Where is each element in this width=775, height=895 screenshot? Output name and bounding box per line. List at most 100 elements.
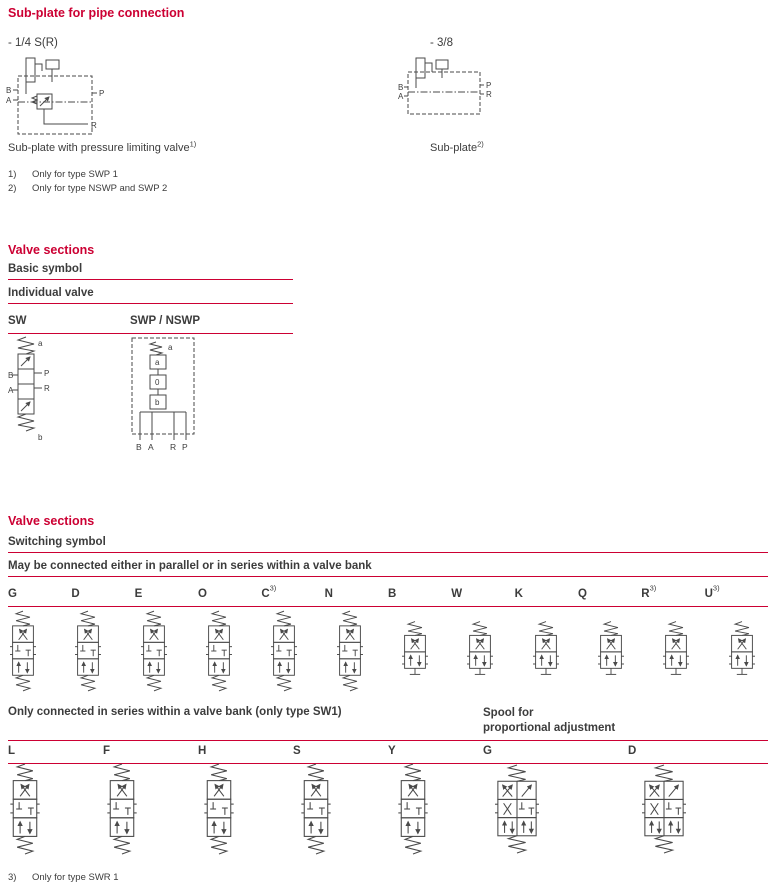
caption-text: Sub-plate with pressure limiting valve: [8, 142, 190, 154]
directional-valve-symbol: [10, 606, 36, 696]
column-header: U3): [705, 584, 768, 602]
column-label: O: [197, 588, 207, 600]
basic-section-title: Valve sections: [8, 243, 95, 257]
port-label-b: B: [136, 442, 142, 452]
column-header: E: [135, 584, 198, 602]
series-column-headers: L F H S Y G D: [8, 741, 768, 764]
proportional-valve-symbol: [642, 763, 686, 855]
valve-symbol-cell: [531, 606, 596, 701]
footnote-marker: 2): [8, 183, 17, 194]
valve-symbol-cell: [400, 606, 465, 701]
directional-valve-symbol: [301, 763, 331, 855]
subplate-caption-right: Sub-plate2): [430, 139, 484, 154]
subplate-size-left: - 1/4 S(R): [8, 37, 58, 49]
column-label: D: [71, 588, 80, 600]
directional-valve-symbol: [402, 606, 428, 696]
basic-symbol-header: Basic symbol: [8, 263, 293, 280]
port-label-a: A: [398, 92, 404, 101]
directional-valve-symbol: [271, 606, 297, 696]
column-header: F: [103, 741, 198, 759]
port-label-p: P: [486, 81, 491, 90]
port-label-b: B: [6, 86, 11, 95]
column-label: H: [198, 745, 207, 757]
directional-valve-symbol: [10, 763, 40, 855]
directional-valve-symbol: [467, 606, 493, 696]
column-header: D: [71, 584, 134, 602]
column-label: L: [8, 745, 16, 757]
box-label-a: a: [155, 358, 160, 367]
proportional-valve-symbol: [495, 763, 539, 855]
column-header-swp: SWP / NSWP: [130, 311, 200, 329]
subplate-section-title: Sub-plate for pipe connection: [8, 6, 185, 20]
column-header: G: [483, 741, 628, 759]
port-label-a: A: [6, 96, 12, 105]
port-label-p: P: [99, 89, 104, 98]
column-label: SWP / NSWP: [130, 315, 201, 327]
basic-column-headers: SW SWP / NSWP: [8, 311, 293, 334]
valve-symbol-cell: [8, 606, 73, 701]
spool-position-b-label: b: [38, 433, 43, 442]
column-header: N: [325, 584, 388, 602]
caption-text: Sub-plate: [430, 142, 478, 154]
valve-symbol-cell: [299, 763, 396, 860]
directional-valve-symbol: [729, 606, 755, 696]
column-label: B: [387, 588, 397, 600]
column-header: W: [451, 584, 514, 602]
port-label-b: B: [8, 371, 13, 380]
column-header: G: [8, 584, 71, 602]
individual-valve-header: Individual valve: [8, 287, 293, 304]
switching-section-title: Valve sections: [8, 514, 95, 528]
valve-symbol-cell: [204, 606, 269, 701]
footnote-marker: 3): [8, 872, 17, 883]
valve-symbol-cell: [465, 606, 530, 701]
directional-valve-symbol: [398, 763, 428, 855]
valve-symbol-cell: [105, 763, 202, 860]
column-header: B: [388, 584, 451, 602]
valve-symbol-cell: [8, 763, 105, 860]
column-label: F: [103, 745, 111, 757]
directional-valve-symbol: [75, 606, 101, 696]
column-header: K: [515, 584, 578, 602]
directional-valve-symbol: [204, 763, 234, 855]
subplate-caption-left: Sub-plate with pressure limiting valve1): [8, 139, 197, 154]
column-label: G: [8, 588, 17, 600]
series-symbol-row: [8, 763, 768, 860]
valve-symbol-cell: [640, 763, 775, 860]
directional-valve-symbol: [533, 606, 559, 696]
column-label: U: [704, 588, 713, 600]
caption-footnote-ref: 2): [477, 139, 484, 149]
footnote-3: 3) Only for type SWR 1: [8, 871, 119, 885]
port-label-a: A: [8, 386, 14, 395]
footnote: 2)Only for type NSWP and SWP 2: [8, 182, 167, 196]
column-header: R3): [641, 584, 704, 602]
column-label: E: [134, 588, 143, 600]
column-label: S: [293, 745, 301, 757]
spool-position-a-label: a: [38, 339, 43, 348]
column-footnote-ref: 3): [712, 583, 720, 593]
column-footnote-ref: 3): [269, 583, 277, 593]
column-header: L: [8, 741, 103, 759]
series-header-row: Only connected in series within a valve …: [8, 706, 768, 741]
column-label: SW: [8, 315, 27, 327]
port-label-r: R: [170, 442, 176, 452]
column-label: R: [641, 588, 650, 600]
column-label: N: [324, 588, 333, 600]
directional-valve-symbol: [598, 606, 624, 696]
caption-footnote-ref: 1): [189, 139, 197, 149]
valve-symbol-cell: [493, 763, 640, 860]
subplate-size-right: - 3/8: [430, 37, 454, 49]
column-header: S: [293, 741, 388, 759]
directional-valve-symbol: [337, 606, 363, 696]
column-header: Y: [388, 741, 483, 759]
column-header: H: [198, 741, 293, 759]
directional-valve-symbol: [663, 606, 689, 696]
subplate-footnotes: 1)Only for type SWP 1 2)Only for type NS…: [8, 168, 167, 196]
column-header: Q: [578, 584, 641, 602]
spool-position-a-label: a: [168, 343, 173, 352]
footnote-text: Only for type SWP 1: [32, 169, 118, 180]
valve-symbol-cell: [396, 763, 493, 860]
column-header: D: [628, 741, 768, 759]
port-label-p: P: [44, 369, 49, 378]
switching-symbol-row: [8, 606, 768, 701]
subplate-diagram-left: B A P R: [6, 57, 104, 135]
